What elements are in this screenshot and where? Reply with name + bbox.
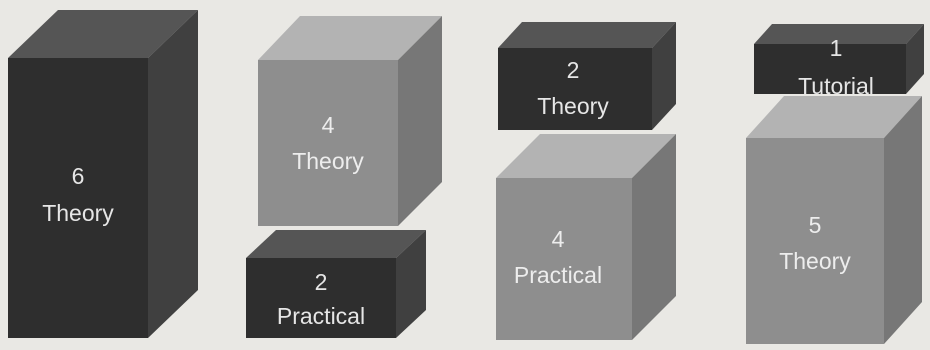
block-side-face [148, 10, 198, 338]
block-front-face [496, 178, 632, 340]
block-col3-theory: 2 Theory [498, 22, 676, 130]
block-front-face [8, 58, 148, 338]
block-value: 4 [552, 226, 565, 252]
block-side-face [396, 230, 426, 338]
block-value: 2 [315, 269, 328, 295]
block-top-face [8, 10, 198, 58]
block-top-face [246, 230, 426, 258]
block-label: Practical [277, 303, 365, 329]
block-front-face [498, 48, 652, 130]
block-value: 5 [809, 212, 822, 238]
block-label: Theory [779, 248, 851, 274]
block-side-face [652, 22, 676, 130]
block-front-face [246, 258, 396, 338]
block-top-face [498, 22, 676, 48]
block-col3-practical: 4 Practical [496, 134, 676, 340]
block-col2-practical: 2 Practical [246, 230, 426, 338]
block-label: Theory [537, 93, 609, 119]
block-label: Theory [292, 148, 364, 174]
block-col4-theory: 5 Theory [746, 96, 922, 344]
block-front-face [258, 60, 398, 226]
block-col4-tutorial: 1 Tutorial [754, 24, 924, 99]
block-label: Practical [514, 262, 602, 288]
block-side-face [884, 96, 922, 344]
block-side-face [906, 24, 924, 94]
block-side-face [632, 134, 676, 340]
block-top-face [258, 16, 442, 60]
block-label: Tutorial [798, 73, 874, 99]
block-value: 4 [322, 112, 335, 138]
block-top-face [746, 96, 922, 138]
block-value: 1 [830, 35, 843, 61]
block-top-face [754, 24, 924, 44]
block-top-face [496, 134, 676, 178]
block-front-face [754, 44, 906, 94]
block-value: 6 [72, 163, 85, 189]
block-col2-theory: 4 Theory [258, 16, 442, 226]
block-side-face [398, 16, 442, 226]
block-label: Theory [42, 200, 114, 226]
block-front-face [746, 138, 884, 344]
block-value: 2 [567, 57, 580, 83]
block-col1-theory: 6 Theory [8, 10, 198, 338]
